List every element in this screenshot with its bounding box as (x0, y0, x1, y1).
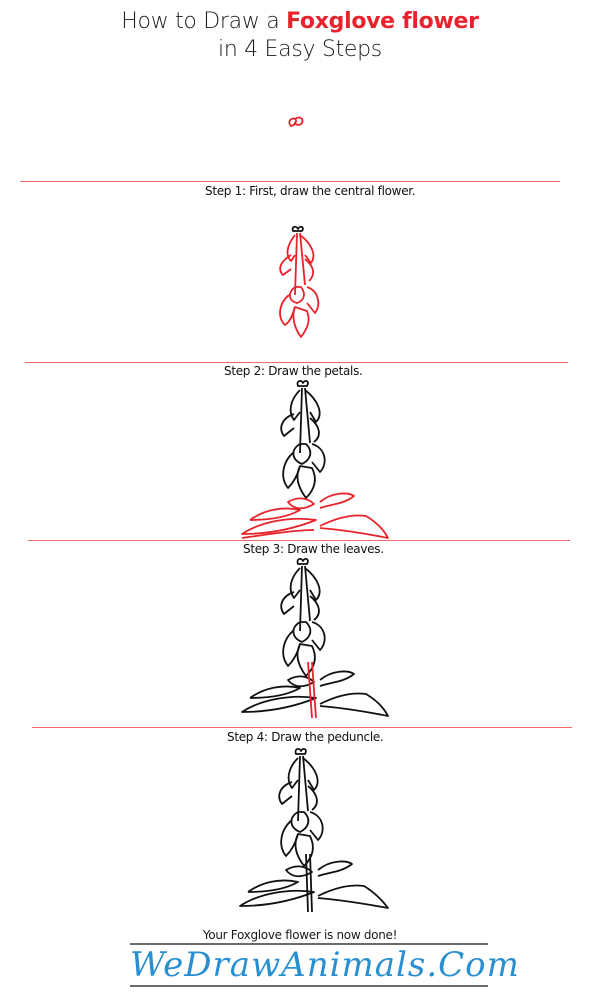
step-4-label: Step 4: Draw the peduncle. (227, 730, 384, 744)
footer-rule-top (130, 943, 488, 945)
step-4-drawing (239, 747, 389, 913)
divider-4 (32, 727, 572, 728)
divider-2 (25, 362, 568, 363)
title-line-2: in 4 Easy Steps (218, 37, 382, 62)
step-3-label: Step 3: Draw the leaves. (243, 542, 384, 556)
title-line-1: How to Draw a Foxglove flower (0, 8, 600, 36)
step-2-label: Step 2: Draw the petals. (224, 364, 363, 378)
step-1-drawing (279, 225, 320, 338)
step-2-drawing (241, 379, 389, 539)
title-prefix: How to Draw a (121, 9, 287, 34)
bud-drawing (288, 116, 304, 127)
divider-1 (20, 181, 560, 182)
divider-3 (28, 540, 570, 541)
step-1-label: Step 1: First, draw the central flower. (205, 184, 416, 198)
step-3-drawing (241, 557, 389, 718)
page-title: How to Draw a Foxglove flower in 4 Easy … (0, 8, 600, 64)
completion-message: Your Foxglove flower is now done! (202, 928, 398, 942)
title-subject: Foxglove flower (286, 9, 479, 34)
site-logo[interactable]: WeDrawAnimals.Com (130, 945, 520, 985)
footer-rule-bottom (130, 985, 488, 987)
